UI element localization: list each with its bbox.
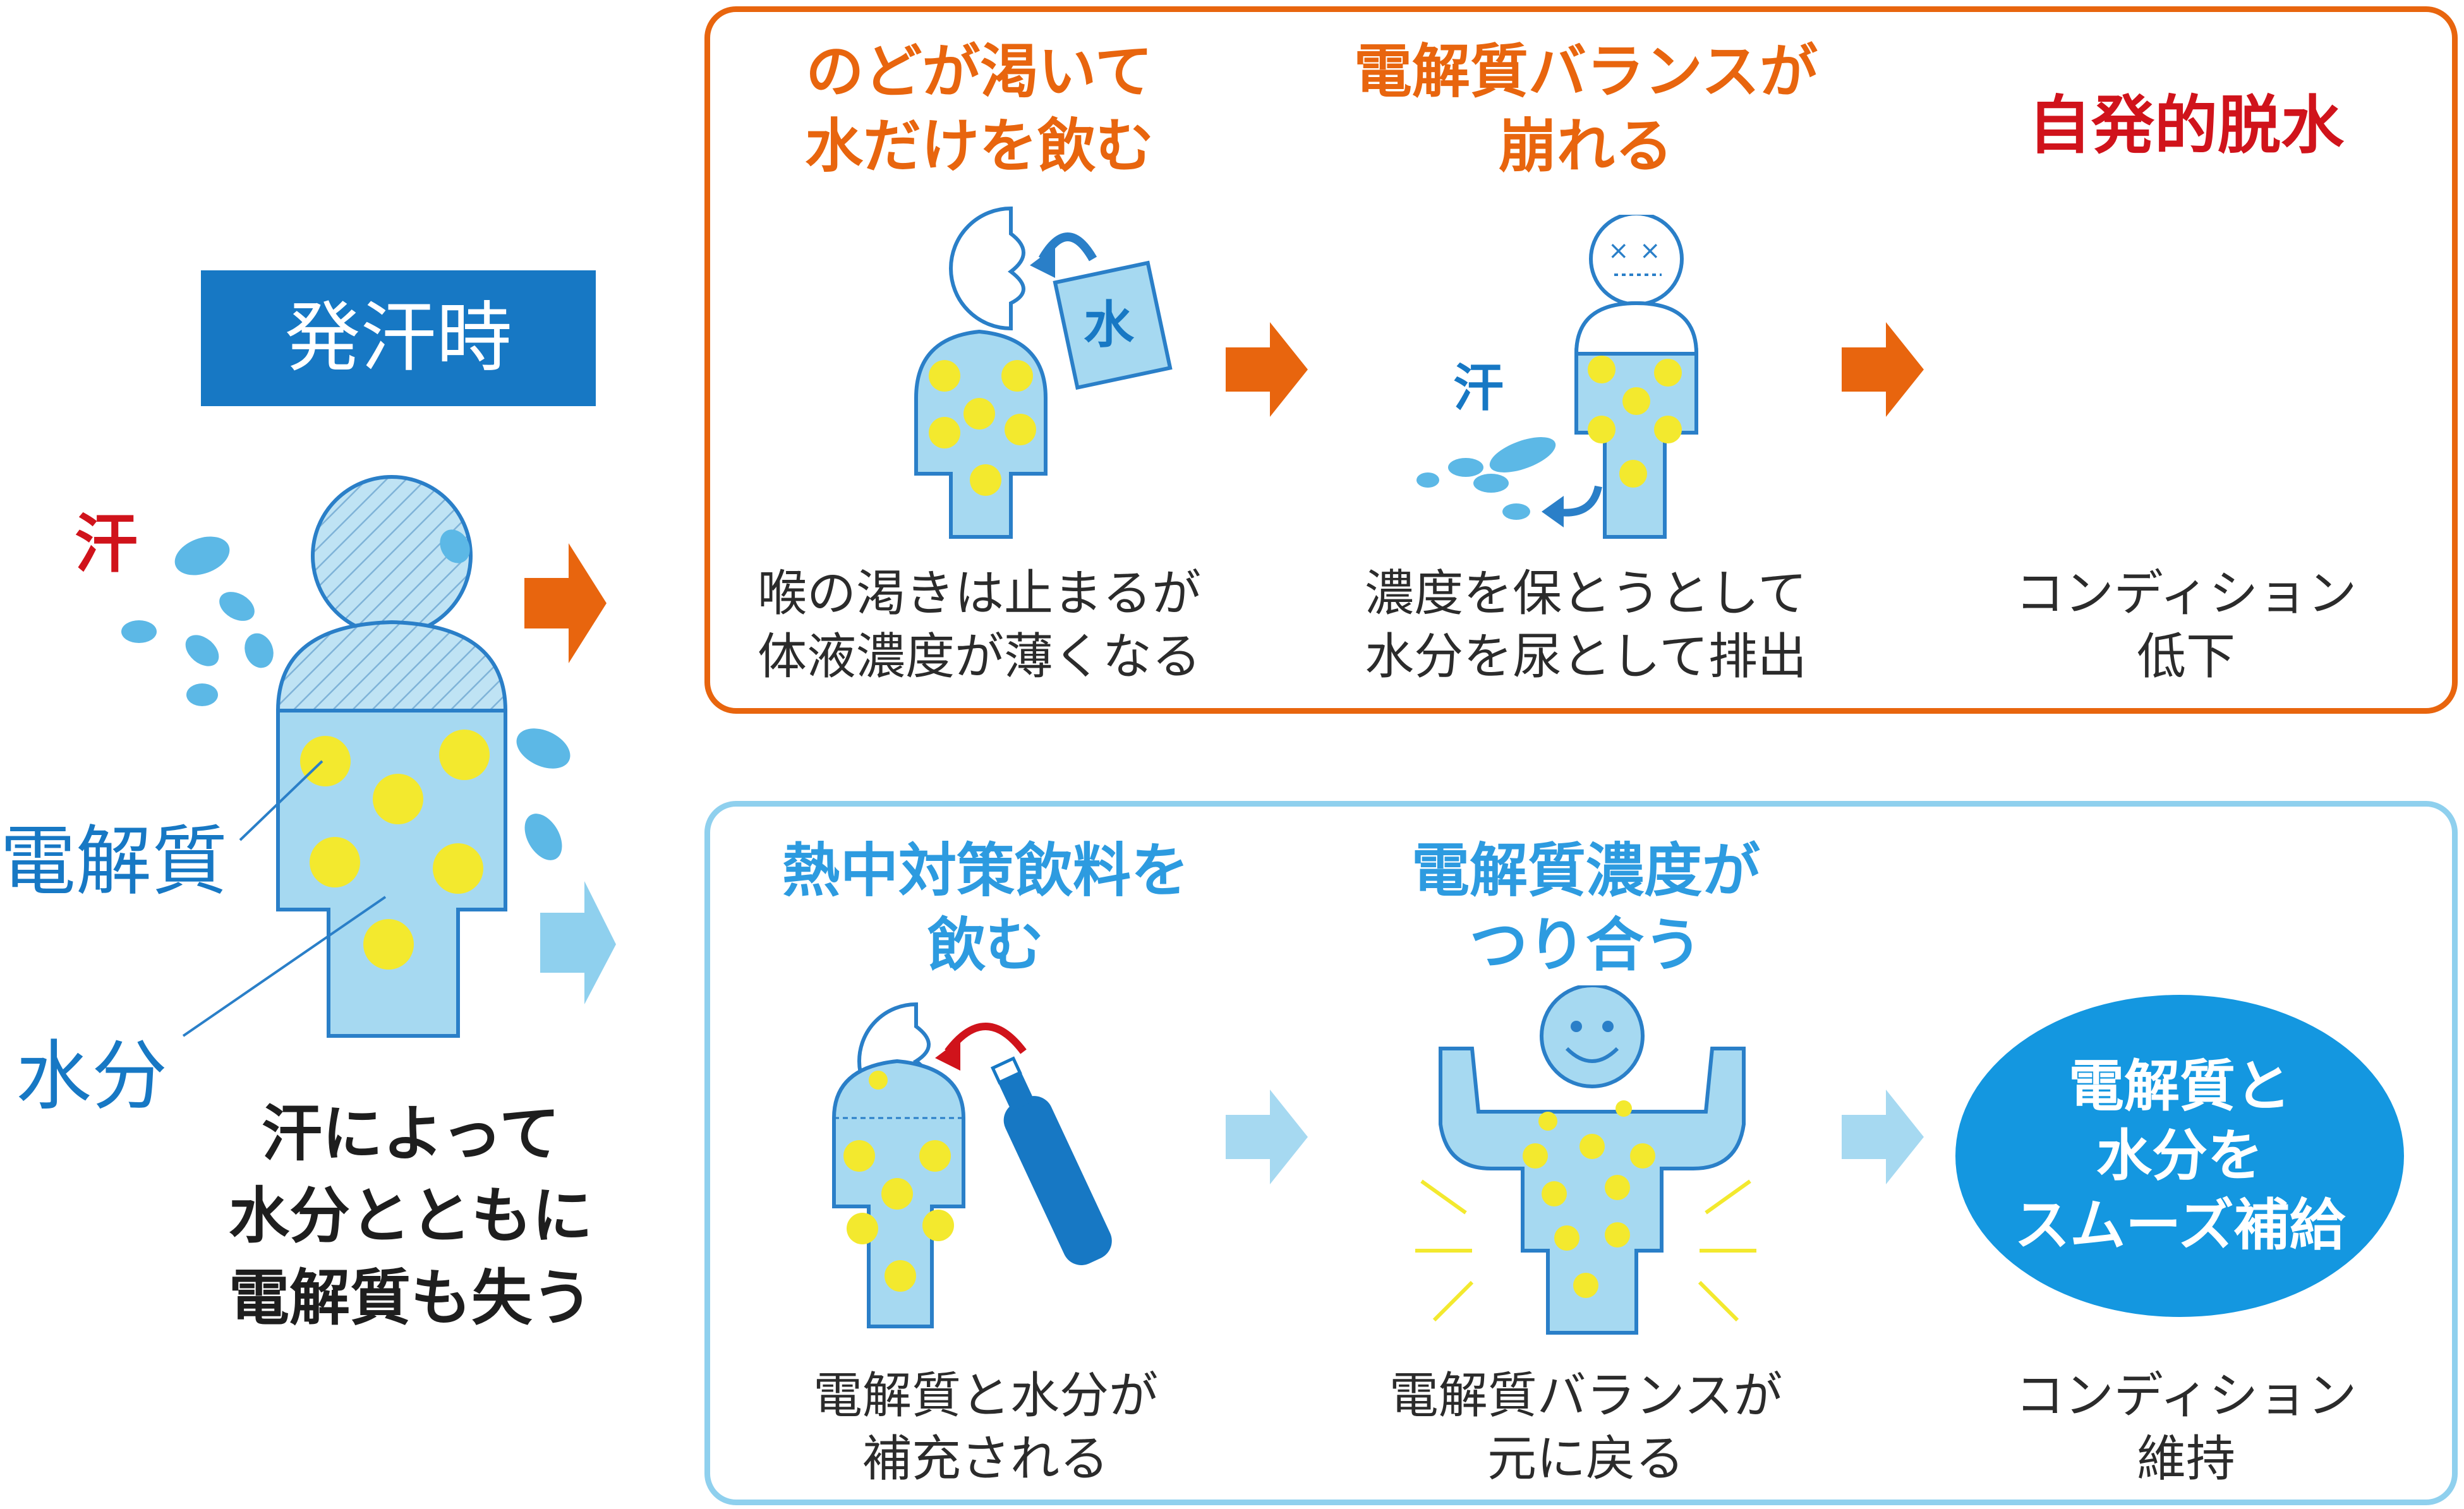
electrolyte-label: 電解質 (0, 818, 227, 906)
bottom-step1-header-line-1: 熱中対策飲料を (782, 837, 1189, 905)
water-label: 水分 (16, 1033, 167, 1121)
bottom-step3-caption-line-2: 維持 (2136, 1431, 2235, 1488)
imbalanced-person-figure: × × (1416, 215, 1699, 539)
top-step3-caption: コンディション 低下 (1946, 562, 2426, 688)
bottom-step2-header-line-2: つり合う (1469, 911, 1702, 979)
hydration-badge-line-1: 電解質と (2068, 1054, 2291, 1119)
top-step3-header: 自発的脱水 (2028, 88, 2344, 162)
bottom-step1-header-line-2: 飲む (927, 911, 1044, 979)
top-step1-header-line-2: 水だけを飲む (804, 112, 1154, 180)
top-step3-caption-line-1: コンディション (2015, 565, 2357, 622)
sweating-title: 発汗時 (284, 294, 512, 382)
bottom-arrow-1-icon (1226, 1090, 1308, 1184)
svg-text:×: × (1608, 236, 1629, 265)
body-shape (276, 709, 507, 1038)
svg-text:×: × (1640, 236, 1661, 265)
top-step1-caption: 喉の渇きは止まるが 体液濃度が薄くなる (727, 562, 1232, 688)
bottom-arrow-2-icon (1842, 1090, 1924, 1184)
sweat-label-2: 汗 (1453, 359, 1504, 418)
bottom-step1-caption: 電解質と水分が 補充される (746, 1364, 1226, 1491)
alert-badge-line-2: 電解質･水分が (2005, 334, 2367, 399)
bottom-step1-caption-line-1: 電解質と水分が (812, 1368, 1158, 1424)
bottom-step1-caption-line-2: 補充される (862, 1431, 1109, 1488)
hydration-bubble-badge (1955, 995, 2404, 1317)
left-caption-line-3: 電解質も失う (229, 1263, 593, 1333)
sweat-label: 汗 (75, 507, 138, 581)
top-step2-caption-line-1: 濃度を保とうとして (1365, 565, 1807, 622)
left-caption-line-1: 汗によって (261, 1098, 560, 1169)
alert-badge-line-3: 不足する (2074, 403, 2297, 468)
bottom-step2-header: 電解質濃度が つり合う (1346, 834, 1826, 983)
sweat-drop-icons (121, 529, 571, 860)
drinking-water-figure (914, 206, 1173, 539)
top-arrow-1-icon (1226, 322, 1308, 417)
water-cup-icon (1053, 260, 1173, 390)
arrow-to-bottom-icon (540, 881, 616, 1004)
bottom-step2-header-line-1: 電解質濃度が (1411, 837, 1760, 905)
hydration-badge-text: 電解質と 水分を スムーズ補給 (1952, 1052, 2407, 1260)
top-arrow-2-icon (1842, 322, 1924, 417)
hydration-badge-line-2: 水分を (2096, 1123, 2263, 1188)
bottom-step1-header: 熱中対策飲料を 飲む (746, 834, 1226, 983)
alert-badge-text: ますます 電解質･水分が 不足する (1946, 262, 2426, 471)
arrow-to-top-icon (524, 543, 607, 663)
urine-drops-icon (1416, 437, 1556, 520)
left-caption: 汗によって 水分とともに 電解質も失う (183, 1093, 638, 1339)
top-step2-header-line-2: 崩れる (1498, 112, 1673, 180)
top-step1-header: のどが渇いて 水だけを飲む (758, 35, 1200, 184)
electrolyte-dots (300, 730, 490, 970)
top-step2-header: 電解質バランスが 崩れる (1346, 35, 1826, 184)
top-step2-caption: 濃度を保とうとして 水分を尿として排出 (1346, 562, 1826, 688)
top-step3-caption-line-2: 低下 (2136, 628, 2235, 685)
hydration-badge-line-3: スムーズ補給 (2014, 1193, 2345, 1258)
sweating-title-box: 発汗時 (201, 270, 596, 406)
alert-badge-line-1: ますます (2074, 264, 2297, 329)
top-step1-caption-line-1: 喉の渇きは止まるが (757, 565, 1201, 622)
water-cup-label: 水 (1084, 296, 1134, 354)
bottom-step2-caption-line-1: 電解質バランスが (1389, 1368, 1783, 1424)
top-step1-caption-line-2: 体液濃度が薄くなる (757, 628, 1201, 685)
drink-bottle-icon (990, 1056, 1112, 1265)
bottom-step2-caption-line-2: 元に戻る (1487, 1431, 1684, 1488)
left-caption-line-2: 水分とともに (229, 1181, 593, 1251)
sweating-person-figure (121, 475, 616, 1038)
drinking-sports-drink-figure (832, 1002, 1112, 1328)
top-step2-header-line-1: 電解質バランスが (1353, 38, 1818, 105)
bottom-step3-caption-line-1: コンディション (2015, 1368, 2357, 1424)
balanced-happy-person-figure (1415, 985, 1756, 1335)
bottom-step3-caption: コンディション 維持 (1946, 1364, 2426, 1491)
top-step1-header-line-1: のどが渇いて (806, 38, 1153, 105)
bottom-step2-caption: 電解質バランスが 元に戻る (1346, 1364, 1826, 1491)
top-step2-caption-line-2: 水分を尿として排出 (1365, 628, 1807, 685)
